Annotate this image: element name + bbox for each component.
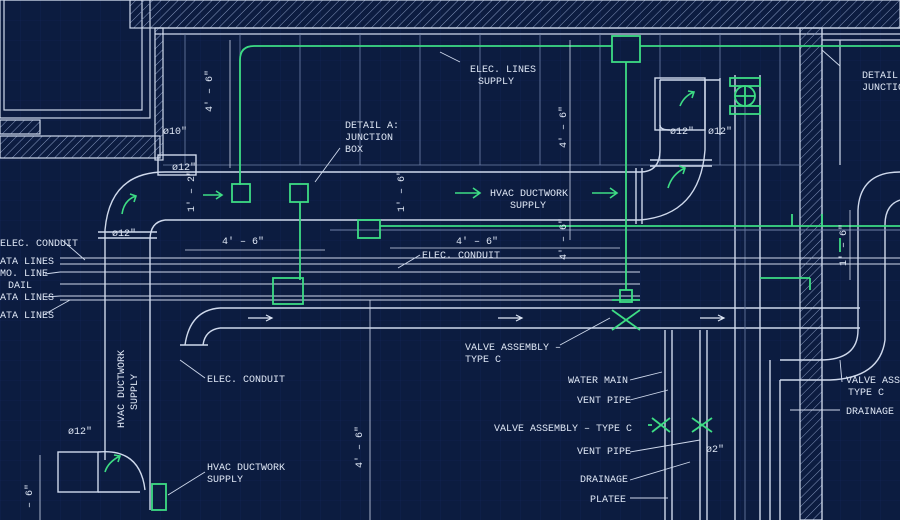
dim-h-4-6-a: 4' – 6" bbox=[222, 236, 264, 248]
dim-v-4-6-b: 4' – 6" bbox=[558, 106, 570, 148]
label-water-main: WATER MAIN bbox=[568, 376, 628, 387]
dim-12-c: ø12" bbox=[670, 126, 694, 138]
dim-12-a: ø12" bbox=[112, 228, 136, 240]
hvac-ductwork bbox=[57, 75, 900, 520]
label-hvac-vertical-2: SUPPLY bbox=[130, 374, 141, 410]
electrical-lines bbox=[151, 35, 900, 511]
dim-v-1-6-b: 1' – 6" bbox=[838, 224, 850, 266]
dim-v-4-6-c: 4' – 6" bbox=[558, 218, 570, 260]
label-data-lines-2: ATA LINES bbox=[0, 293, 54, 304]
label-drainage-1: DRAINAGE bbox=[580, 475, 628, 486]
label-detail-a-3: BOX bbox=[345, 145, 363, 156]
label-data-lines-1: ATA LINES bbox=[0, 257, 54, 268]
label-plateee: PLATEE bbox=[590, 495, 626, 506]
label-vent-pipe-1: VENT PIPE bbox=[577, 396, 631, 407]
label-elec-conduit-left: ELEC. CONDUIT bbox=[0, 239, 78, 250]
dim-10: ø10" bbox=[163, 126, 187, 138]
label-elec-lines-supply-2: SUPPLY bbox=[478, 77, 514, 88]
label-hvac-bottom-2: SUPPLY bbox=[207, 475, 243, 486]
dimension-labels: ø10" ø12" ø12" ø12" ø12" ø12" ø2" 4' – 6… bbox=[24, 70, 850, 508]
dim-2: ø2" bbox=[706, 444, 724, 456]
dim-12-d: ø12" bbox=[708, 126, 732, 138]
dim-v-4-6-a: 4' – 6" bbox=[204, 70, 216, 112]
label-detail-right-1: DETAIL A bbox=[862, 71, 900, 82]
dim-12-b: ø12" bbox=[172, 162, 196, 174]
label-detail-a-2: JUNCTION bbox=[345, 133, 393, 144]
dim-v-1-2: 1' – 2" bbox=[186, 170, 198, 212]
flow-arrows-green bbox=[104, 90, 696, 473]
dim-v-4-6-d: 4' – 6" bbox=[354, 426, 366, 468]
dim-v-6: – 6" bbox=[24, 484, 36, 508]
label-hvac-top-2: SUPPLY bbox=[510, 201, 546, 212]
dimension-lines bbox=[39, 40, 851, 520]
label-valve-assembly-2: VALVE ASSEMBLY – TYPE C bbox=[494, 424, 632, 435]
label-dail: DAIL bbox=[8, 281, 32, 292]
label-hvac-bottom-1: HVAC DUCTWORK bbox=[207, 463, 285, 474]
flow-arrows-white bbox=[248, 314, 726, 322]
label-detail-a-1: DETAIL A: bbox=[345, 121, 399, 132]
label-valve-assembly-1a: VALVE ASSEMBLY – bbox=[465, 343, 561, 354]
label-vent-pipe-2: VENT PIPE bbox=[577, 447, 631, 458]
label-detail-right-2: JUNCTIO bbox=[862, 83, 900, 94]
label-mo-line: MO. LINE bbox=[0, 269, 48, 280]
label-hvac-vertical-1: HVAC DUCTWORK bbox=[117, 350, 128, 428]
dim-12-e: ø12" bbox=[68, 426, 92, 438]
annotation-labels: ELEC. LINES SUPPLY DETAIL A JUNCTIO DETA… bbox=[0, 65, 900, 506]
leader-lines bbox=[44, 49, 843, 499]
label-hvac-top-1: HVAC DUCTWORK bbox=[490, 189, 568, 200]
label-valve-right-2: TYPE C bbox=[848, 388, 884, 399]
label-elec-conduit-mid: ELEC. CONDUIT bbox=[422, 251, 500, 262]
label-valve-assembly-1b: TYPE C bbox=[465, 355, 501, 366]
label-elec-lines-supply-1: ELEC. LINES bbox=[470, 65, 536, 76]
label-drainage-right: DRAINAGE bbox=[846, 407, 894, 418]
dim-v-1-6-a: 1' – 6" bbox=[396, 170, 408, 212]
dim-h-4-6-b: 4' – 6" bbox=[456, 236, 498, 248]
label-data-lines-3: ATA LINES bbox=[0, 311, 54, 322]
data-lines bbox=[60, 229, 900, 301]
label-valve-right-1: VALVE ASSE bbox=[846, 376, 900, 387]
label-elec-conduit-lower: ELEC. CONDUIT bbox=[207, 375, 285, 386]
